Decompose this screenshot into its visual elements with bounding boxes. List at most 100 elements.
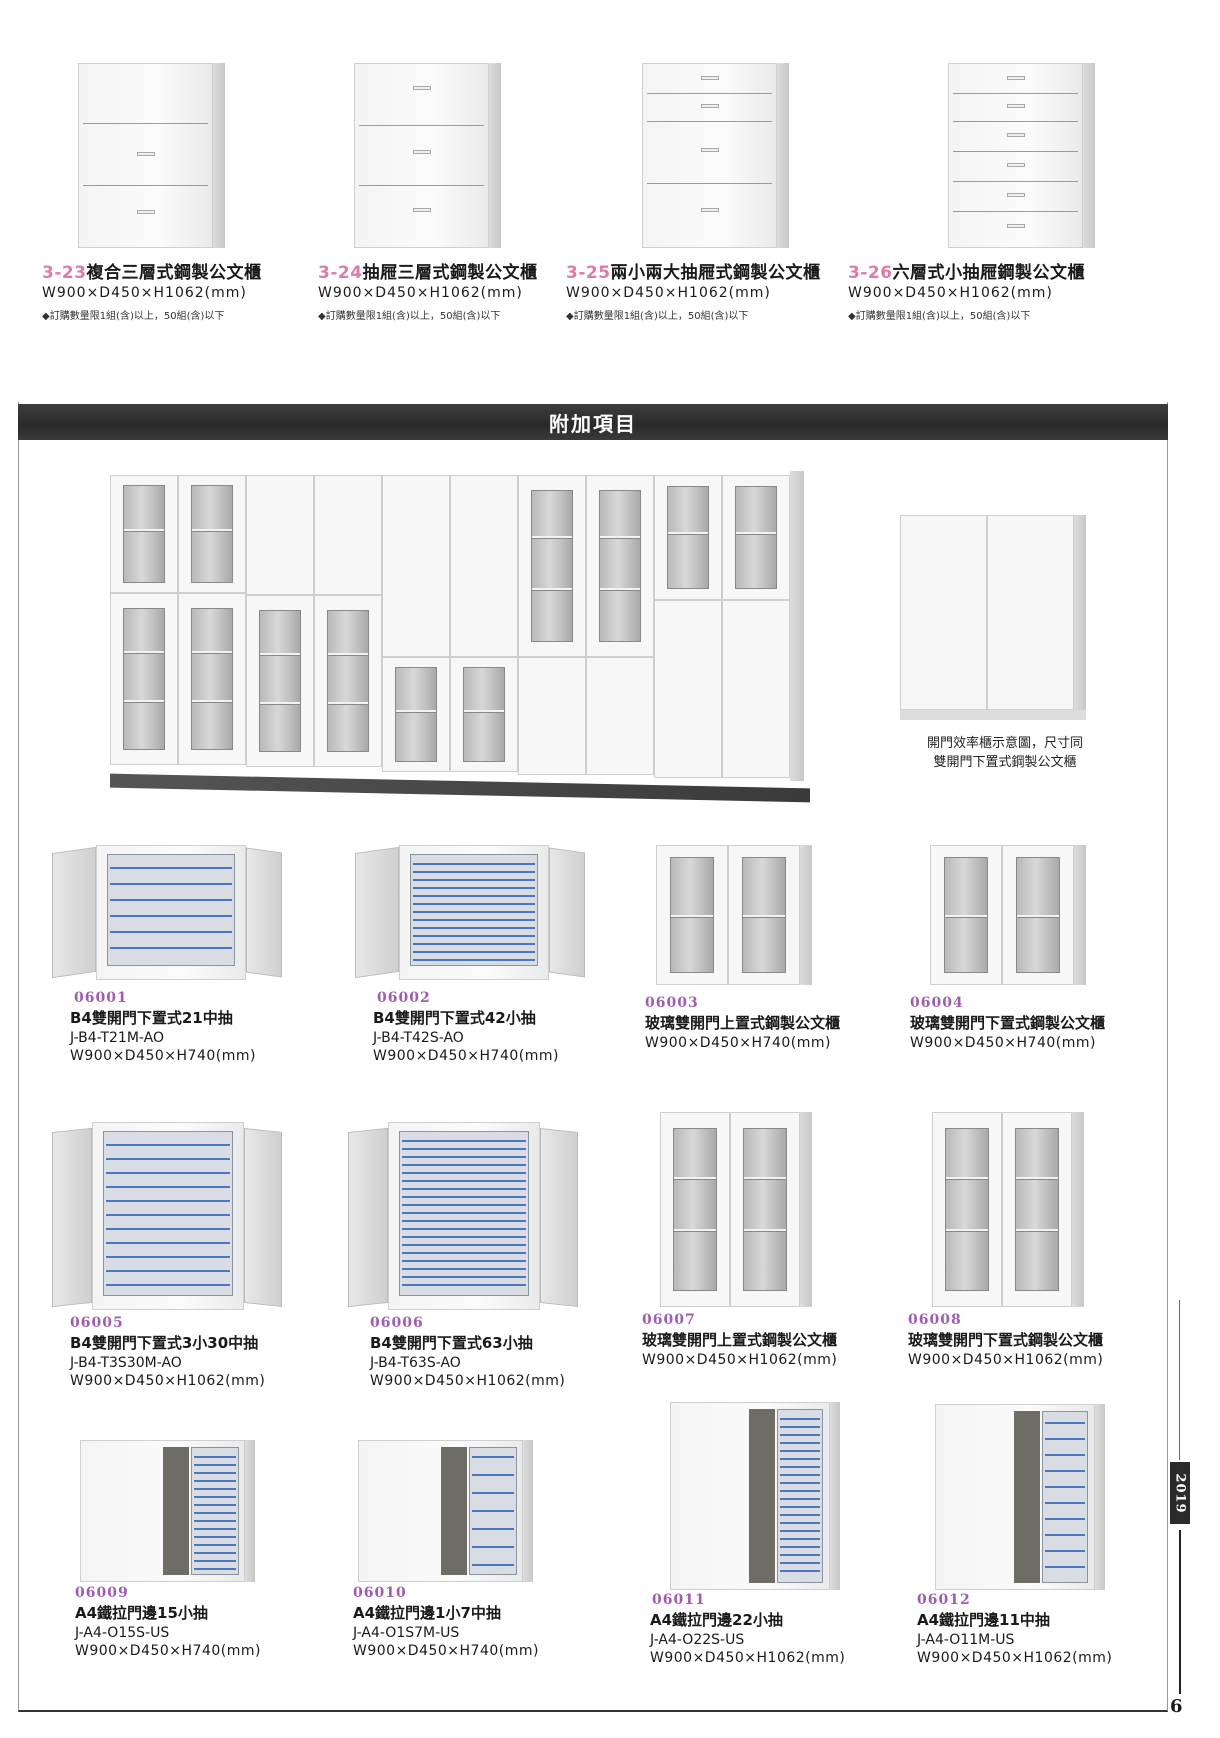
drawer-cabinet-image — [354, 55, 504, 250]
product-dimensions: W900×D450×H740(mm) — [75, 1643, 261, 1659]
product-dimensions: W900×D450×H1062(mm) — [848, 285, 1053, 301]
product-code: 06004 — [910, 995, 964, 1011]
product-name: 玻璃雙開門下置式鋼製公文櫃 — [910, 1014, 1106, 1032]
order-note: ◆訂購數量限1組(含)以上，50組(含)以下 — [848, 311, 1031, 322]
order-note: ◆訂購數量限1組(含)以上，50組(含)以下 — [42, 311, 225, 322]
sliding-door-cabinet-image — [60, 1435, 290, 1585]
product-name: 兩小兩大抽屜式鋼製公文櫃 — [610, 263, 821, 283]
year-label: 2019 — [1172, 1472, 1188, 1514]
product-06004: 06004 玻璃雙開門下置式鋼製公文櫃 W900×D450×H740(mm) — [880, 845, 1140, 1051]
product-name: 六層式小抽屜鋼製公文櫃 — [892, 263, 1086, 283]
product-06011: 06011 A4鐵拉門邊22小抽 J-A4-O22S-US W900×D450×… — [640, 1400, 900, 1666]
product-name: 玻璃雙開門下置式鋼製公文櫃 — [908, 1331, 1104, 1349]
product-name: B4雙開門下置式21中抽 — [70, 1009, 233, 1027]
product-06006: 06006 B4雙開門下置式63小抽 J-B4-T63S-AO W900×D45… — [348, 1120, 608, 1389]
product-name: A4鐵拉門邊11中抽 — [917, 1611, 1050, 1629]
product-name: 複合三層式鋼製公文櫃 — [86, 263, 262, 283]
product-dimensions: W900×D450×H1062(mm) — [650, 1650, 846, 1666]
margin-rule — [1179, 1300, 1180, 1460]
product-dimensions: W900×D450×H1062(mm) — [370, 1373, 566, 1389]
product-code: 06007 — [642, 1312, 696, 1328]
product-06003: 06003 玻璃雙開門上置式鋼製公文櫃 W900×D450×H740(mm) — [620, 845, 880, 1051]
product-dimensions: W900×D450×H740(mm) — [353, 1643, 539, 1659]
product-dimensions: W900×D450×H740(mm) — [70, 1048, 256, 1064]
product-model: J-B4-T3S30M-AO — [70, 1355, 182, 1371]
product-code: 06002 — [377, 990, 431, 1006]
product-model: J-A4-O11M-US — [917, 1632, 1015, 1648]
caption-line: 開門效率櫃示意圖，尺寸同 — [926, 736, 1083, 751]
product-name: A4鐵拉門邊22小抽 — [650, 1611, 783, 1629]
drawer-cabinet-open-image — [348, 1120, 578, 1315]
margin-rule — [1179, 1530, 1181, 1694]
product-dimensions: W900×D450×H1062(mm) — [42, 285, 247, 301]
glass-cabinet-image — [880, 845, 1110, 995]
product-code: 06001 — [74, 990, 128, 1006]
product-model: J-A4-O1S7M-US — [353, 1625, 460, 1641]
product-dimensions: W900×D450×H1062(mm) — [318, 285, 523, 301]
product-model: J-B4-T21M-AO — [70, 1030, 165, 1046]
product-code: 06012 — [917, 1592, 971, 1608]
drawer-cabinet-open-image — [52, 840, 282, 990]
section-title: 附加項目 — [549, 411, 637, 436]
product-06001: 06001 B4雙開門下置式21中抽 J-B4-T21M-AO W900×D45… — [52, 840, 312, 1064]
cabinet-wall-image — [110, 471, 810, 803]
section-banner: 附加項目 — [18, 404, 1168, 440]
product-code: 3-24 — [318, 263, 363, 283]
product-dimensions: W900×D450×H1062(mm) — [908, 1352, 1104, 1368]
product-name: A4鐵拉門邊1小7中抽 — [353, 1604, 501, 1622]
wall-caption: 開門效率櫃示意圖，尺寸同 雙開門下置式鋼製公文櫃 — [880, 734, 1130, 772]
drawer-cabinet-image — [78, 55, 228, 250]
drawer-cabinet-image — [948, 55, 1098, 250]
product-06005: 06005 B4雙開門下置式3小30中抽 J-B4-T3S30M-AO W900… — [52, 1120, 312, 1389]
product-dimensions: W900×D450×H1062(mm) — [642, 1352, 838, 1368]
product-3-24: 3-24抽屜三層式鋼製公文櫃 W900×D450×H1062(mm) ◆訂購數量… — [318, 55, 588, 322]
glass-cabinet-image — [620, 1112, 850, 1312]
product-code: 06009 — [75, 1585, 129, 1601]
product-06009: 06009 A4鐵拉門邊15小抽 J-A4-O15S-US W900×D450×… — [60, 1435, 320, 1659]
glass-cabinet-image — [620, 845, 850, 995]
product-06008: 06008 玻璃雙開門下置式鋼製公文櫃 W900×D450×H1062(mm) — [880, 1112, 1140, 1368]
product-dimensions: W900×D450×H1062(mm) — [70, 1373, 266, 1389]
product-model: J-A4-O22S-US — [650, 1632, 745, 1648]
product-name: 玻璃雙開門上置式鋼製公文櫃 — [642, 1331, 838, 1349]
product-code: 06006 — [370, 1315, 424, 1331]
product-code: 06003 — [645, 995, 699, 1011]
product-dimensions: W900×D450×H1062(mm) — [917, 1650, 1113, 1666]
product-dimensions: W900×D450×H1062(mm) — [566, 285, 771, 301]
product-dimensions: W900×D450×H740(mm) — [645, 1035, 831, 1051]
product-06010: 06010 A4鐵拉門邊1小7中抽 J-A4-O1S7M-US W900×D45… — [338, 1435, 598, 1659]
sliding-door-cabinet-image — [905, 1400, 1135, 1592]
product-name: B4雙開門下置式42小抽 — [373, 1009, 536, 1027]
product-dimensions: W900×D450×H740(mm) — [910, 1035, 1096, 1051]
page-number: 6 — [1170, 1696, 1183, 1717]
product-dimensions: W900×D450×H740(mm) — [373, 1048, 559, 1064]
product-name: B4雙開門下置式3小30中抽 — [70, 1334, 259, 1352]
product-code: 06008 — [908, 1312, 962, 1328]
product-3-23: 3-23複合三層式鋼製公文櫃 W900×D450×H1062(mm) ◆訂購數量… — [42, 55, 312, 322]
product-code: 3-23 — [42, 263, 87, 283]
sliding-door-cabinet-image — [640, 1400, 870, 1592]
product-code: 3-26 — [848, 263, 893, 283]
caption-line: 雙開門下置式鋼製公文櫃 — [933, 755, 1077, 770]
product-code: 3-25 — [566, 263, 611, 283]
product-name: B4雙開門下置式63小抽 — [370, 1334, 533, 1352]
product-3-26: 3-26六層式小抽屜鋼製公文櫃 W900×D450×H1062(mm) ◆訂購數… — [848, 55, 1118, 322]
additional-items-frame — [18, 402, 1168, 1712]
product-model: J-B4-T42S-AO — [373, 1030, 464, 1046]
product-code: 06005 — [70, 1315, 124, 1331]
drawer-cabinet-open-image — [355, 840, 585, 990]
drawer-cabinet-image — [642, 55, 792, 250]
drawer-cabinet-open-image — [52, 1120, 282, 1315]
order-note: ◆訂購數量限1組(含)以上，50組(含)以下 — [318, 311, 501, 322]
product-3-25: 3-25兩小兩大抽屜式鋼製公文櫃 W900×D450×H1062(mm) ◆訂購… — [566, 55, 836, 322]
product-model: J-A4-O15S-US — [75, 1625, 170, 1641]
order-note: ◆訂購數量限1組(含)以上，50組(含)以下 — [566, 311, 749, 322]
product-name: A4鐵拉門邊15小抽 — [75, 1604, 208, 1622]
sliding-door-cabinet-image — [338, 1435, 568, 1585]
product-code: 06010 — [353, 1585, 407, 1601]
product-code: 06011 — [652, 1592, 706, 1608]
product-name: 抽屜三層式鋼製公文櫃 — [362, 263, 538, 283]
glass-cabinet-image — [880, 1112, 1110, 1312]
product-name: 玻璃雙開門上置式鋼製公文櫃 — [645, 1014, 841, 1032]
product-06007: 06007 玻璃雙開門上置式鋼製公文櫃 W900×D450×H1062(mm) — [620, 1112, 880, 1368]
